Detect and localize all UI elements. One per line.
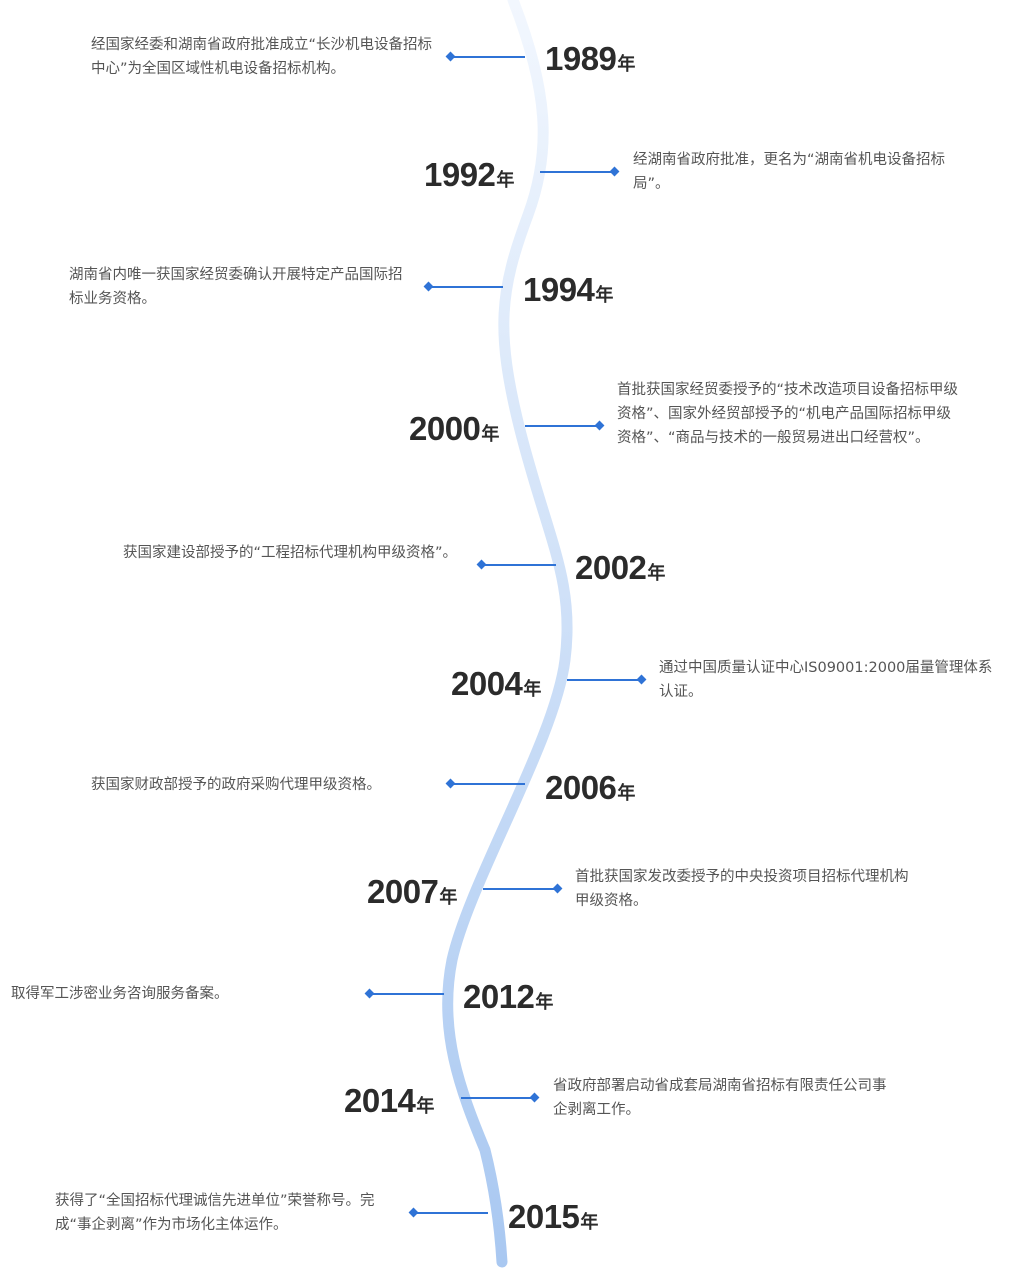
year-unit: 年 — [416, 1096, 435, 1117]
year-label-2015: 2015年 — [508, 1200, 598, 1233]
year-unit: 年 — [617, 783, 636, 804]
year-unit: 年 — [439, 887, 458, 908]
connector-line — [540, 171, 614, 173]
year-label-2014: 2014年 — [344, 1084, 434, 1117]
year-number: 2006 — [545, 769, 617, 806]
year-number: 2007 — [367, 873, 439, 910]
year-number: 2002 — [575, 549, 647, 586]
event-description-1994: 湖南省内唯一获国家经贸委确认开展特定产品国际招标业务资格。 — [69, 267, 403, 307]
event-description-2007: 首批获国家发改委授予的中央投资项目招标代理机构甲级资格。 — [575, 869, 909, 909]
event-description-2000: 首批获国家经贸委授予的“技术改造项目设备招标甲级资格”、国家外经贸部授予的“机电… — [617, 382, 959, 446]
event-description-2006: 获国家财政部授予的政府采购代理甲级资格。 — [91, 777, 381, 793]
year-unit: 年 — [535, 992, 554, 1013]
year-label-2007: 2007年 — [367, 875, 457, 908]
year-number: 2012 — [463, 978, 535, 1015]
connector-line — [525, 425, 599, 427]
year-number: 1992 — [424, 156, 496, 193]
year-label-1992: 1992年 — [424, 158, 514, 191]
year-unit: 年 — [523, 679, 542, 700]
connector-line — [429, 286, 503, 288]
event-description-2012: 取得军工涉密业务咨询服务备案。 — [11, 986, 229, 1002]
year-unit: 年 — [496, 170, 515, 191]
year-number: 2015 — [508, 1198, 580, 1235]
year-label-2004: 2004年 — [451, 667, 541, 700]
year-unit: 年 — [481, 424, 500, 445]
connector-line — [451, 783, 525, 785]
year-number: 2000 — [409, 410, 481, 447]
year-label-1989: 1989年 — [545, 42, 635, 75]
connector-line — [370, 993, 444, 995]
timeline-curve-path — [442, 0, 573, 1268]
connector-line — [482, 564, 556, 566]
year-number: 2004 — [451, 665, 523, 702]
event-description-2015: 获得了“全国招标代理诚信先进单位”荣誉称号。完成“事企剥离”作为市场化主体运作。 — [55, 1193, 375, 1233]
year-number: 1989 — [545, 40, 617, 77]
event-description-2002: 获国家建设部授予的“工程招标代理机构甲级资格”。 — [123, 545, 458, 561]
event-description-1992: 经湖南省政府批准，更名为“湖南省机电设备招标局”。 — [633, 152, 946, 192]
year-label-2012: 2012年 — [463, 980, 553, 1013]
year-number: 2014 — [344, 1082, 416, 1119]
year-unit: 年 — [580, 1212, 599, 1233]
event-description-2014: 省政府部署启动省成套局湖南省招标有限责任公司事企剥离工作。 — [553, 1078, 887, 1118]
connector-line — [461, 1097, 535, 1099]
year-unit: 年 — [595, 285, 614, 306]
year-label-2002: 2002年 — [575, 551, 665, 584]
year-unit: 年 — [617, 54, 636, 75]
event-description-2004: 通过中国质量认证中心IS09001:2000届量管理体系认证。 — [659, 660, 993, 700]
event-description-1989: 经国家经委和湖南省政府批准成立“长沙机电设备招标中心”为全国区域性机电设备招标机… — [91, 37, 433, 77]
connector-line — [567, 679, 641, 681]
year-label-2006: 2006年 — [545, 771, 635, 804]
year-unit: 年 — [647, 563, 666, 584]
connector-line — [451, 56, 525, 58]
year-label-2000: 2000年 — [409, 412, 499, 445]
connector-line — [414, 1212, 488, 1214]
year-number: 1994 — [523, 271, 595, 308]
year-label-1994: 1994年 — [523, 273, 613, 306]
connector-line — [483, 888, 557, 890]
